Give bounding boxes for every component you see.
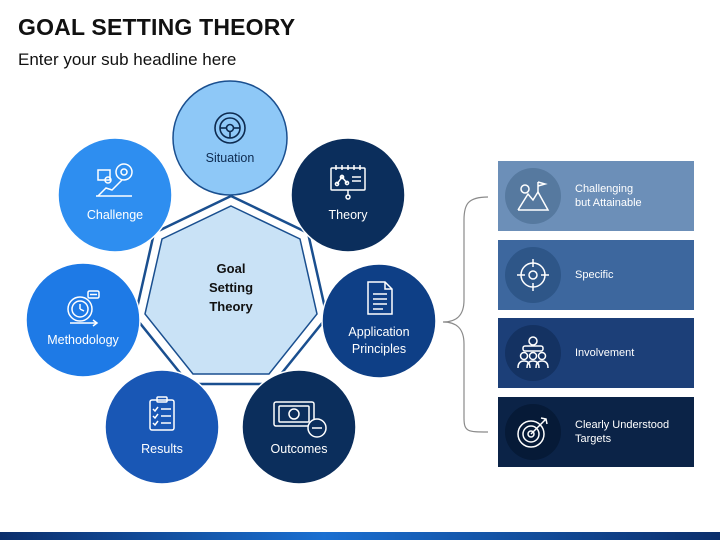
node-challenge: Challenge <box>57 137 173 253</box>
node-challenge-circle <box>57 137 173 253</box>
center-heptagon-outer <box>133 194 329 386</box>
node-outcomes: Outcomes <box>241 369 357 485</box>
node-theory-label: Theory <box>329 208 369 222</box>
center-label-line-1: Goal <box>217 261 246 276</box>
node-methodology-label: Methodology <box>47 333 119 347</box>
checklist-icon <box>149 396 175 431</box>
principle-label-targets: Clearly Understood Targets <box>575 419 670 445</box>
node-outcomes-circle <box>241 369 357 485</box>
node-situation-label: Situation <box>206 151 255 165</box>
crosshair-icon <box>505 247 561 303</box>
principle-label-challenging: Challenging but Attainable <box>575 183 642 209</box>
presentation-board-icon <box>330 165 366 200</box>
steering-wheel-icon <box>214 112 246 144</box>
center-label-line-3: Theory <box>209 299 253 314</box>
node-methodology: Methodology <box>25 262 141 378</box>
node-application-label-line-2: Principles <box>352 342 406 356</box>
principle-card-specific: Specific <box>498 240 694 310</box>
center-heptagon-inner <box>144 205 318 375</box>
node-results-circle <box>104 369 220 485</box>
page-subtitle: Enter your sub headline here <box>18 50 237 69</box>
money-minus-icon <box>273 401 327 438</box>
center-label-line-2: Setting <box>209 280 253 295</box>
team-icon <box>505 325 561 381</box>
node-situation: Situation <box>172 80 288 196</box>
node-results: Results <box>104 369 220 485</box>
center-label: Goal Setting Theory <box>209 261 253 314</box>
node-application-label-line-1: Application <box>348 325 409 339</box>
bottom-accent-bar <box>0 532 720 540</box>
mountain-flag-icon <box>505 168 561 224</box>
principle-label-specific: Specific <box>575 269 614 281</box>
principle-card-targets: Clearly Understood Targets <box>498 397 694 467</box>
page-title: GOAL SETTING THEORY <box>18 14 296 40</box>
target-arrow-icon <box>505 404 561 460</box>
bracket-connector <box>442 196 489 433</box>
node-application-circle <box>321 263 437 379</box>
node-application-principles: Application Principles <box>321 263 437 379</box>
principle-card-challenging: Challenging but Attainable <box>498 161 694 231</box>
principle-label-involvement: Involvement <box>575 347 635 359</box>
principle-card-involvement: Involvement <box>498 318 694 388</box>
node-outcomes-label: Outcomes <box>271 442 328 456</box>
document-icon <box>367 281 393 315</box>
climbing-gear-icon <box>96 163 133 197</box>
stopwatch-icon <box>67 290 100 327</box>
node-challenge-label: Challenge <box>87 208 143 222</box>
node-theory: Theory <box>290 137 406 253</box>
node-results-label: Results <box>141 442 183 456</box>
